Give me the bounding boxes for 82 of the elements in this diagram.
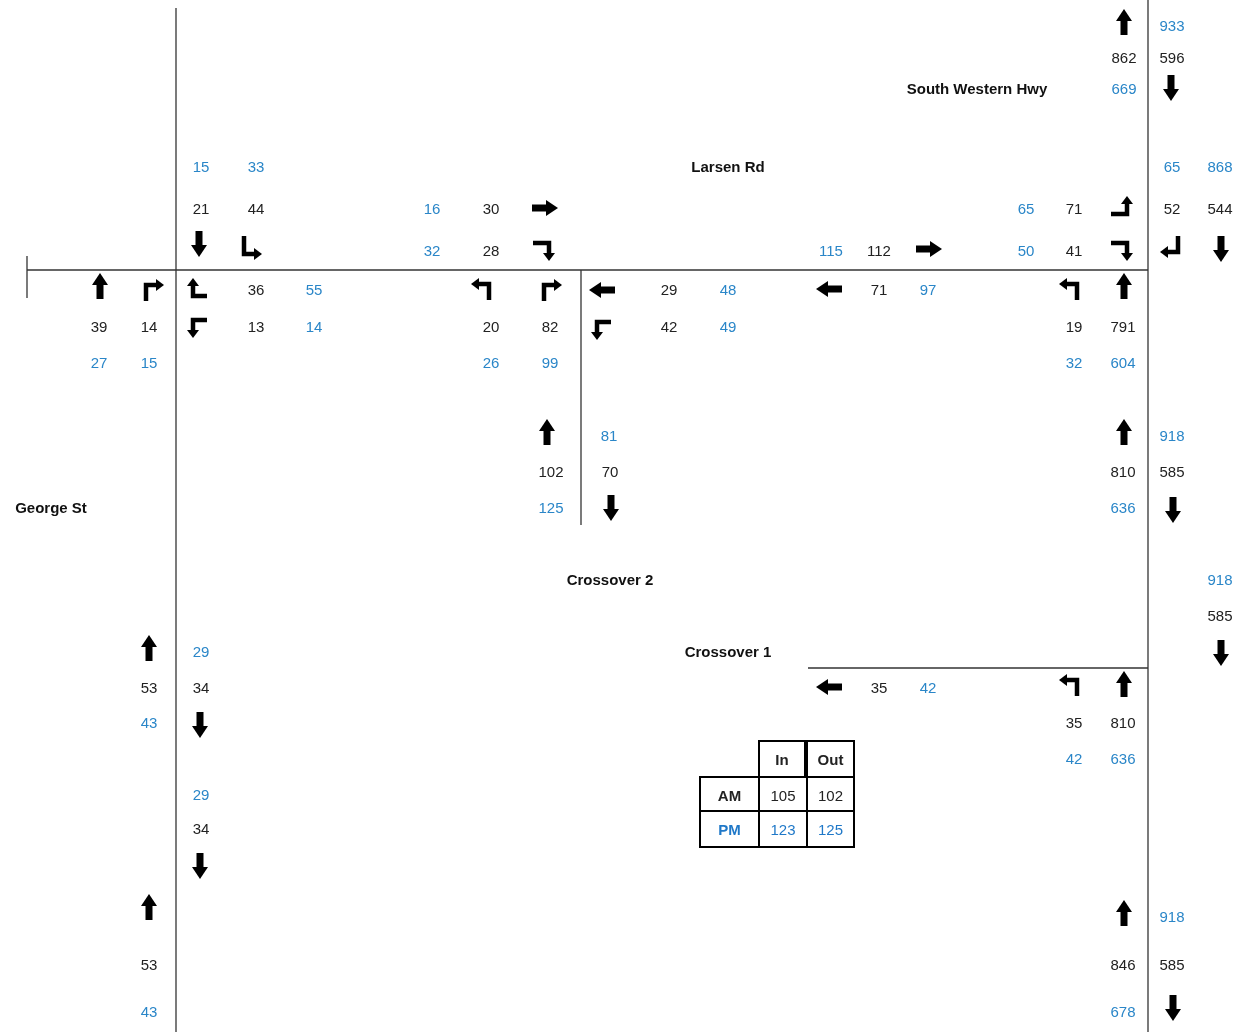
table-header-cell: Out [806, 740, 855, 778]
road-name: Crossover 2 [566, 570, 654, 588]
count-value: 544 [1207, 199, 1233, 217]
count-value: 33 [247, 157, 265, 175]
count-value: 125 [538, 498, 564, 516]
count-value: 65 [1163, 157, 1181, 175]
count-value: 32 [1065, 353, 1083, 371]
count-value: 115 [819, 241, 843, 259]
count-value: 44 [247, 199, 265, 217]
count-value: 791 [1110, 317, 1136, 335]
table-header-cell: PM [699, 810, 760, 848]
count-value: 99 [541, 353, 559, 371]
count-value: 846 [1110, 955, 1136, 973]
count-value: 14 [140, 317, 158, 335]
count-value: 55 [305, 280, 323, 298]
count-value: 862 [1111, 48, 1137, 66]
count-value: 16 [423, 199, 441, 217]
table-cell: 123 [758, 810, 808, 848]
count-value: 42 [1065, 749, 1083, 767]
count-value: 82 [541, 317, 559, 335]
count-value: 596 [1159, 48, 1185, 66]
count-value: 71 [1065, 199, 1083, 217]
count-value: 112 [867, 241, 891, 259]
road-name: South Western Hwy [906, 79, 1048, 97]
count-value: 669 [1111, 79, 1137, 97]
count-value: 32 [423, 241, 441, 259]
count-value: 43 [140, 713, 158, 731]
count-value: 678 [1110, 1002, 1136, 1020]
count-value: 26 [482, 353, 500, 371]
count-value: 933 [1159, 16, 1185, 34]
road-name: George St [15, 498, 87, 516]
count-value: 43 [140, 1002, 158, 1020]
count-value: 41 [1065, 241, 1083, 259]
count-value: 585 [1159, 462, 1185, 480]
count-value: 29 [660, 280, 678, 298]
count-value: 19 [1065, 317, 1083, 335]
count-value: 48 [719, 280, 737, 298]
count-value: 49 [719, 317, 737, 335]
road-name: Larsen Rd [691, 157, 765, 175]
count-value: 71 [870, 280, 888, 298]
count-value: 585 [1207, 606, 1233, 624]
count-value: 868 [1207, 157, 1233, 175]
table-header-cell: In [758, 740, 806, 778]
count-value: 918 [1159, 907, 1185, 925]
count-value: 39 [90, 317, 108, 335]
count-value: 810 [1110, 713, 1136, 731]
road-name: Crossover 1 [684, 642, 772, 660]
count-value: 585 [1159, 955, 1185, 973]
count-value: 29 [192, 642, 210, 660]
count-value: 42 [919, 678, 937, 696]
count-value: 28 [482, 241, 500, 259]
count-value: 34 [192, 678, 210, 696]
count-value: 53 [140, 955, 158, 973]
count-value: 102 [538, 462, 564, 480]
count-value: 97 [919, 280, 937, 298]
count-value: 13 [247, 317, 265, 335]
count-value: 34 [192, 819, 210, 837]
count-value: 636 [1110, 498, 1136, 516]
count-value: 36 [247, 280, 265, 298]
count-value: 21 [192, 199, 210, 217]
count-value: 15 [192, 157, 210, 175]
table-cell: 125 [806, 810, 855, 848]
count-value: 70 [601, 462, 619, 480]
count-value: 27 [90, 353, 108, 371]
count-value: 14 [305, 317, 323, 335]
count-value: 636 [1110, 749, 1136, 767]
count-value: 53 [140, 678, 158, 696]
count-value: 810 [1110, 462, 1136, 480]
count-value: 35 [1065, 713, 1083, 731]
count-value: 604 [1110, 353, 1136, 371]
count-value: 918 [1159, 426, 1185, 444]
count-value: 65 [1017, 199, 1035, 217]
count-value: 50 [1017, 241, 1035, 259]
count-value: 81 [600, 426, 618, 444]
count-value: 918 [1207, 570, 1233, 588]
count-value: 42 [660, 317, 678, 335]
count-value: 15 [140, 353, 158, 371]
count-value: 35 [870, 678, 888, 696]
count-value: 52 [1163, 199, 1181, 217]
count-value: 30 [482, 199, 500, 217]
count-value: 20 [482, 317, 500, 335]
count-value: 29 [192, 785, 210, 803]
